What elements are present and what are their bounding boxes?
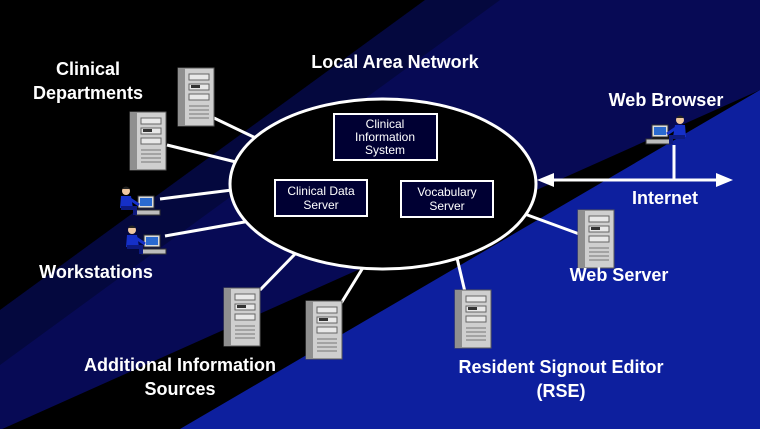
link-clinical-dept-2 (166, 143, 245, 166)
server-icon (454, 289, 492, 349)
rse-label-line-2: (RSE) (537, 381, 586, 401)
link-web-server (521, 211, 583, 237)
server-icon (577, 209, 615, 269)
clinical-data-server-box: Clinical Data Server (274, 179, 368, 217)
link-info-source-2 (338, 265, 366, 306)
link-workstation-2 (164, 219, 251, 238)
cis-line-2: Information (355, 130, 415, 144)
lan-title: Local Area Network (311, 52, 479, 72)
link-rse (455, 257, 467, 293)
vocab-line-1: Vocabulary (417, 185, 476, 199)
internet-arrow (537, 173, 733, 187)
vocabulary-server-box: Vocabulary Server (400, 180, 494, 218)
additional-sources-label-line-2: Sources (144, 379, 215, 399)
web-browser-label: Web Browser (609, 90, 724, 110)
arrowhead-right-icon (716, 173, 733, 187)
link-info-source-1 (258, 251, 298, 292)
rse-label-line-1: Resident Signout Editor (459, 357, 664, 377)
server-icon (129, 111, 167, 171)
web-server-label: Web Server (570, 265, 669, 285)
additional-sources-label-line-1: Additional Information (84, 355, 276, 375)
cis-line-1: Clinical (366, 117, 405, 131)
server-icon (223, 287, 261, 347)
server-icon (305, 300, 343, 360)
server-icon (177, 67, 215, 127)
cds-line-2: Server (303, 198, 338, 212)
vocab-line-2: Server (429, 199, 464, 213)
cis-line-3: System (365, 143, 405, 157)
cds-line-1: Clinical Data (287, 184, 355, 198)
clinical-departments-label-line-2: Departments (33, 83, 143, 103)
arrowhead-left-icon (537, 173, 554, 187)
lan-ellipse (228, 97, 538, 271)
clinical-information-system-box: Clinical Information System (333, 113, 438, 161)
link-workstation-1 (159, 188, 233, 201)
workstations-label: Workstations (39, 262, 153, 282)
internet-label: Internet (632, 188, 698, 208)
clinical-departments-label-line-1: Clinical (56, 59, 120, 79)
